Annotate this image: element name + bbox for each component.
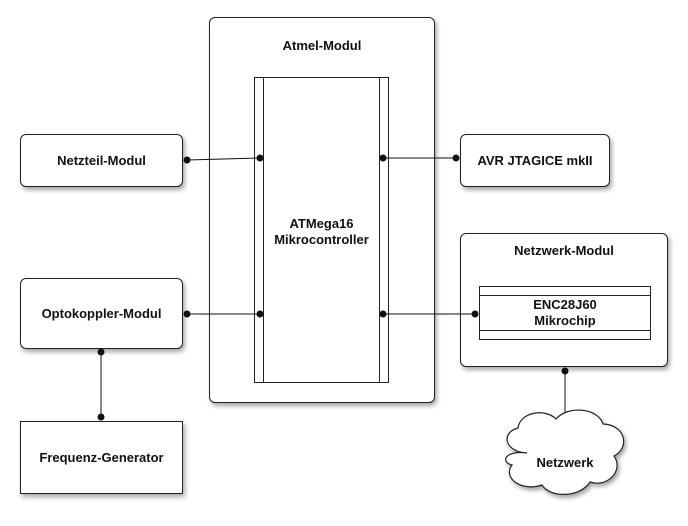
connector-dot: [452, 154, 460, 162]
mcu-name: ATMega16: [289, 216, 354, 231]
mcu-type: Mikrocontroller: [274, 232, 369, 247]
connector-dot: [97, 348, 105, 356]
optokoppler-module-label: Optokoppler-Modul: [41, 305, 162, 321]
link-netzteil-mcu: [186, 157, 261, 161]
atmel-module-title: Atmel-Modul: [282, 38, 362, 53]
connector-dot: [561, 367, 569, 375]
netzteil-module-label: Netzteil-Modul: [57, 152, 146, 168]
netzwerk-module-title: Netzwerk-Modul: [514, 243, 614, 258]
enc-label: ENC28J60 Mikrochip: [479, 297, 651, 329]
atmega16-chip: [254, 77, 389, 383]
connector-dot: [256, 310, 264, 318]
netzteil-module: Netzteil-Modul: [20, 134, 183, 187]
connector-dot: [183, 310, 191, 318]
connector-dot: [256, 154, 264, 162]
network-cloud-label: Netzwerk: [536, 455, 594, 470]
frequenz-generator: Frequenz-Generator: [20, 421, 183, 494]
enc-name: ENC28J60: [533, 297, 597, 312]
connector-dot: [183, 156, 191, 164]
jtag-debugger: AVR JTAGICE mkII: [460, 134, 610, 187]
enc-type: Mikrochip: [534, 313, 596, 328]
optokoppler-module: Optokoppler-Modul: [20, 278, 183, 349]
connector-dot: [379, 310, 387, 318]
frequenz-generator-label: Frequenz-Generator: [39, 449, 164, 465]
connector-dot: [379, 154, 387, 162]
enc28j60-chip: [479, 286, 651, 340]
connector-dot: [471, 310, 479, 318]
network-cloud-icon: [505, 409, 625, 495]
mcu-label: ATMega16 Mikrocontroller: [254, 216, 389, 248]
jtag-debugger-label: AVR JTAGICE mkII: [477, 152, 593, 168]
connector-dot: [97, 413, 105, 421]
